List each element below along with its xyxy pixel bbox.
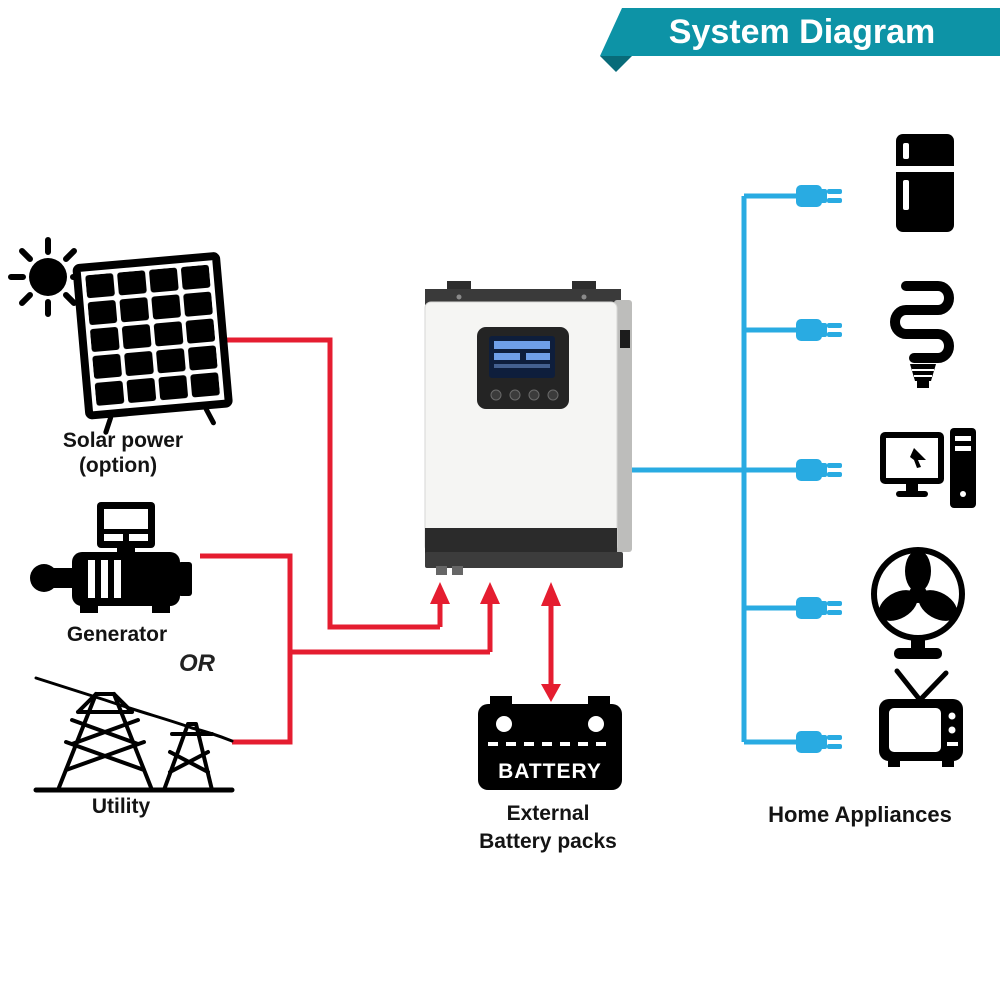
battery-device-label: BATTERY — [498, 760, 602, 783]
inverter-switch — [620, 330, 630, 348]
solar-label-line1: Solar power — [63, 429, 183, 452]
banner-ribbon — [600, 8, 1000, 56]
ac-input-line — [290, 602, 493, 655]
banner-fold — [600, 56, 632, 72]
page-title: System Diagram — [669, 13, 935, 51]
generator-label: Generator — [67, 623, 167, 646]
arrowhead-pv-input — [430, 582, 450, 604]
battery-icon: BATTERY — [478, 696, 622, 790]
utility-line — [232, 652, 293, 745]
power-plug-icon — [796, 731, 842, 753]
computer-icon — [880, 428, 976, 508]
arrowhead-ac-input — [480, 582, 500, 604]
or-label: OR — [179, 650, 216, 677]
inverter-button — [509, 389, 521, 401]
source-arrowheads — [430, 582, 561, 702]
inverter-button — [547, 389, 559, 401]
power-plug-icon — [796, 319, 842, 341]
cfl-bulb-icon — [890, 281, 954, 388]
generator-icon — [30, 502, 192, 613]
power-plug-icon — [796, 185, 842, 207]
battery-caption-line2: Battery packs — [479, 830, 617, 853]
generator-line — [200, 553, 293, 652]
inverter-button — [490, 389, 502, 401]
refrigerator-icon — [896, 134, 954, 232]
power-plug-icon — [796, 597, 842, 619]
source-lines — [200, 337, 554, 745]
battery-caption-line1: External — [507, 802, 590, 825]
tv-icon — [879, 668, 963, 767]
utility-label: Utility — [92, 795, 151, 818]
inverter-icon — [424, 281, 632, 575]
load-lines — [632, 193, 798, 745]
solar-to-inverter-line — [226, 337, 443, 630]
title-banner: System Diagram — [600, 8, 1000, 72]
utility-towers-icon — [33, 676, 235, 793]
inverter-button — [528, 389, 540, 401]
solar-label-line2: (option) — [79, 454, 157, 477]
arrowhead-battery-up — [541, 582, 561, 606]
solar-panel-icon — [72, 252, 233, 435]
plug-connectors — [796, 185, 842, 753]
power-plug-icon — [796, 459, 842, 481]
home-appliances-label: Home Appliances — [768, 802, 952, 827]
fan-icon — [871, 547, 965, 659]
arrowhead-battery-down — [541, 684, 561, 702]
